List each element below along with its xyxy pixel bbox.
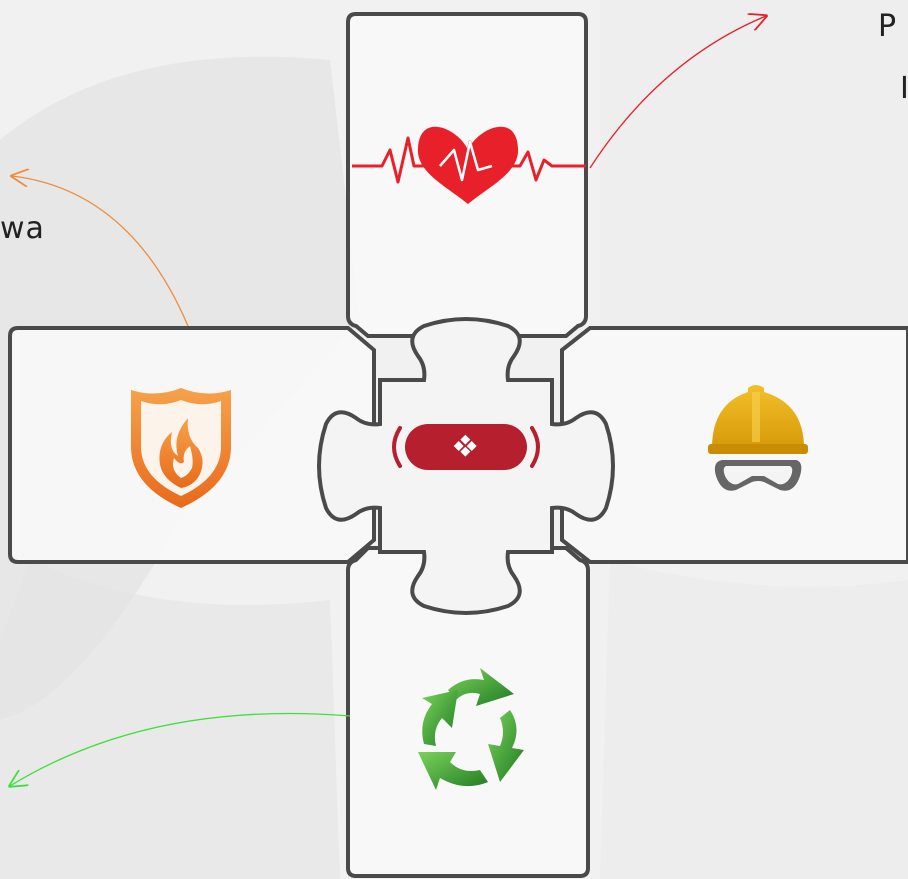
arrow-to-left-label <box>12 176 188 326</box>
capsule-logo-icon <box>394 424 538 470</box>
arrow-to-bottom-left <box>10 713 350 786</box>
top-right-label-line2: I <box>900 74 908 104</box>
arrow-to-top-right <box>590 16 766 168</box>
left-label: wa <box>0 214 45 244</box>
top-right-label-line1: P <box>878 12 897 42</box>
